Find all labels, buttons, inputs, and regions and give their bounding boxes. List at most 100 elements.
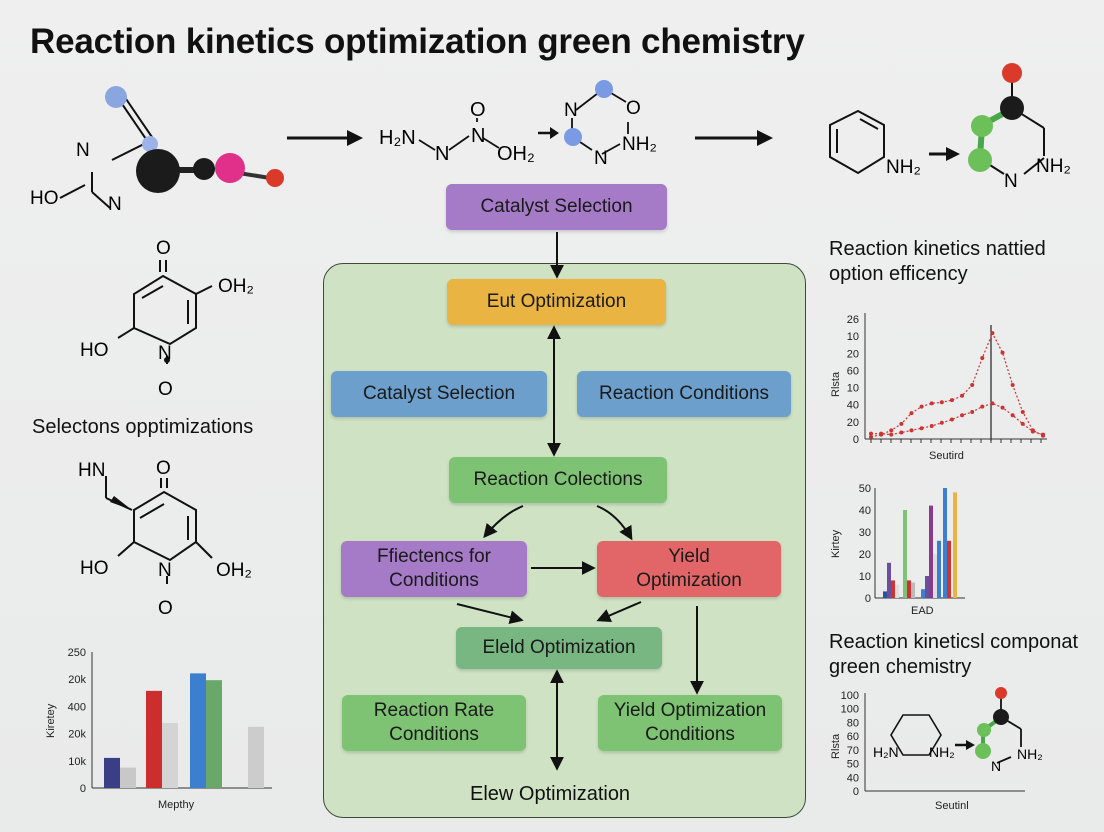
- atom-label: O: [470, 99, 486, 121]
- atom-label: NH₂: [929, 744, 955, 760]
- atom-label: NH₂: [886, 157, 921, 178]
- y-tick-label: 0: [853, 786, 859, 798]
- node-reaction-conditions[interactable]: Reaction Conditions: [577, 371, 791, 417]
- atom-label: OH₂: [216, 560, 252, 581]
- node-catalyst-selection-top[interactable]: Catalyst Selection: [446, 184, 667, 230]
- node-catalyst-selection[interactable]: Catalyst Selection: [331, 371, 547, 417]
- node-yield-optimization-conditions[interactable]: Yield Optimization Conditions: [598, 695, 782, 751]
- atom-label: N: [594, 148, 608, 169]
- atom-label: O: [156, 238, 171, 259]
- y-tick-label: 80: [847, 717, 859, 729]
- y-tick-label: 0: [865, 593, 871, 605]
- series-line: [870, 331, 1044, 438]
- y-tick-label: 20: [847, 417, 859, 429]
- bar: [943, 488, 947, 598]
- data-point: [1000, 350, 1005, 355]
- atom-label: H₂N: [873, 744, 899, 760]
- data-point: [939, 420, 944, 425]
- atom-label: O: [158, 598, 173, 619]
- y-tick-label: 40: [847, 400, 859, 412]
- atom-label: HO: [80, 340, 109, 361]
- bar: [921, 589, 925, 598]
- bar: [120, 767, 136, 788]
- atom-label: N: [471, 125, 485, 147]
- caption-left: Selectons opptimizations: [32, 416, 254, 438]
- node-reaction-collections[interactable]: Reaction Colections: [449, 457, 667, 503]
- data-point: [899, 430, 904, 435]
- data-point: [939, 400, 944, 405]
- molecule-3d-top-left: N N HO: [30, 86, 284, 215]
- atom-label: NH₂: [622, 134, 657, 155]
- data-point: [929, 424, 934, 429]
- molecule-top-mid-b: N O N NH₂: [564, 80, 657, 169]
- data-point: [949, 417, 954, 422]
- x-axis-label: Seutird: [929, 450, 964, 462]
- y-tick-label: 10: [859, 571, 871, 583]
- data-point: [970, 383, 975, 387]
- node-yield-optimization[interactable]: Yield Optimization: [597, 541, 781, 597]
- atom-label: H₂N: [379, 127, 416, 149]
- node-line: Conditions: [389, 570, 479, 591]
- y-tick-label: 400: [68, 701, 86, 713]
- node-ffiectencs-conditions[interactable]: Ffiectencs for Conditions: [341, 541, 527, 597]
- atom-label: OH₂: [218, 276, 254, 297]
- arrow-icon: [538, 127, 559, 139]
- bar: [911, 582, 915, 598]
- y-tick-label: 250: [68, 647, 86, 659]
- atom-label: O: [626, 98, 641, 119]
- node-eleld-optimization[interactable]: Eleld Optimization: [456, 627, 662, 669]
- data-point: [919, 404, 924, 409]
- y-tick-label: 30: [859, 527, 871, 539]
- data-point: [909, 428, 914, 433]
- atom-label: HO: [30, 188, 59, 209]
- atom-label: N: [76, 140, 90, 161]
- molecule-top-right-b: N NH₂: [968, 63, 1071, 192]
- y-tick-label: 60: [847, 731, 859, 743]
- page-title: Reaction kinetics optimization green che…: [30, 22, 805, 61]
- y-tick-label: 100: [841, 690, 859, 702]
- node-line: Reaction Rate: [373, 700, 495, 721]
- data-point: [869, 434, 873, 439]
- data-point: [879, 431, 884, 436]
- molecule-left-low: HN O HO N OH₂ O: [78, 458, 252, 619]
- data-point: [919, 426, 924, 431]
- y-tick-label: 20k: [68, 729, 86, 741]
- data-point: [990, 331, 995, 336]
- data-point: [869, 431, 873, 436]
- node-reaction-rate-conditions[interactable]: Reaction Rate Conditions: [342, 695, 526, 751]
- bar: [929, 505, 933, 598]
- data-point: [970, 410, 975, 414]
- series-line: [871, 402, 1044, 436]
- data-point: [1000, 405, 1005, 410]
- atom-label: N: [158, 560, 172, 581]
- node-line: Ffiectencs for: [376, 546, 492, 567]
- bar: [891, 580, 895, 598]
- data-point: [1030, 429, 1035, 434]
- caption-line: Reaction kinetics nattied: [829, 238, 1046, 260]
- data-point: [889, 428, 894, 433]
- y-tick-label: 60: [847, 365, 859, 377]
- right-arrow-icon: [695, 130, 773, 146]
- atom-label: NH₂: [1036, 156, 1071, 177]
- y-tick-label: 100: [841, 704, 859, 716]
- workflow-arrows: [456, 232, 704, 771]
- data-point: [960, 393, 965, 398]
- atom-label: HO: [80, 558, 109, 579]
- bar: [206, 680, 222, 788]
- bar: [925, 576, 929, 598]
- atom-label: NH₂: [1017, 746, 1043, 762]
- bar: [937, 540, 941, 598]
- y-axis-label: Kirtey: [830, 529, 842, 558]
- molecule-left-mid: O OH₂ HO N O: [80, 238, 254, 400]
- bar: [162, 722, 178, 788]
- caption-line: Reaction kineticsl componat: [829, 631, 1079, 653]
- atom-label: N: [564, 100, 578, 121]
- bar: [883, 591, 887, 598]
- arrow-icon: [596, 601, 642, 623]
- data-point: [980, 356, 985, 360]
- molecule-top-mid-a: H₂N N N O OH₂: [379, 99, 535, 165]
- node-line: Conditions: [645, 724, 735, 745]
- node-eut-optimization[interactable]: Eut Optimization: [447, 279, 666, 325]
- right-arrow-icon: [287, 130, 363, 146]
